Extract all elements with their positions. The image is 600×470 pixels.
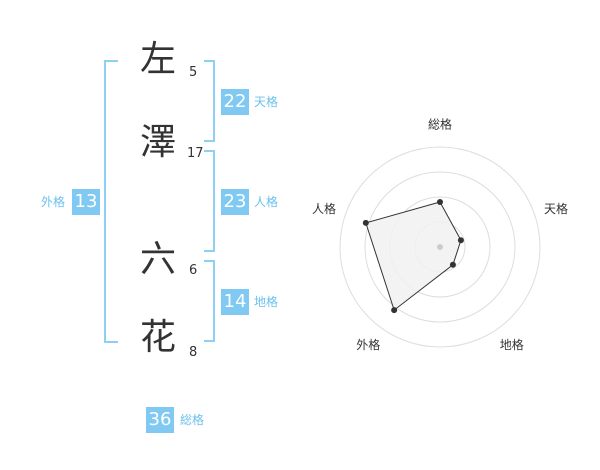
name-char-1: 左 [139,39,176,80]
radar-point-3 [449,261,456,268]
chikaku-bracket [204,260,215,342]
gaikaku-bracket [104,60,118,343]
radar-point-1 [437,199,443,205]
radar-axis-label-1: 総格 [428,117,452,132]
tenkaku-label: 天格 [254,95,279,109]
name-char-3: 六 [139,239,176,280]
chikaku-badge: 14 [221,289,249,315]
radar-grid-ring [364,171,516,323]
radar-grid-ring [339,146,541,348]
soukaku-badge: 36 [146,407,174,433]
radar-axis-label-4: 外格 [356,337,380,352]
name-char-2: 澤 [139,122,176,163]
tenkaku-badge: 22 [221,89,249,115]
gaikaku-badge: 13 [72,189,100,215]
stroke-count-4: 8 [189,345,198,360]
radar-point-4 [391,307,398,314]
gaikaku-label: 外格 [41,195,66,209]
radar-axis-label-5: 人格 [312,201,336,216]
stroke-count-1: 5 [189,65,198,80]
radar-point-5 [362,219,369,226]
soukaku-label: 総格 [180,413,205,427]
stroke-count-3: 6 [189,263,198,278]
jinkaku-label: 人格 [254,195,279,209]
radar-center-dot [437,244,443,250]
radar-axis-label-3: 地格 [500,337,524,352]
radar-area [365,201,462,311]
jinkaku-bracket [204,150,215,252]
radar-point-2 [457,237,464,244]
stroke-count-2: 17 [187,146,204,161]
name-char-4: 花 [139,317,176,358]
jinkaku-badge: 23 [221,189,249,215]
tenkaku-bracket [204,60,215,142]
radar-axis-label-2: 天格 [544,201,568,216]
chikaku-label: 地格 [254,295,279,309]
